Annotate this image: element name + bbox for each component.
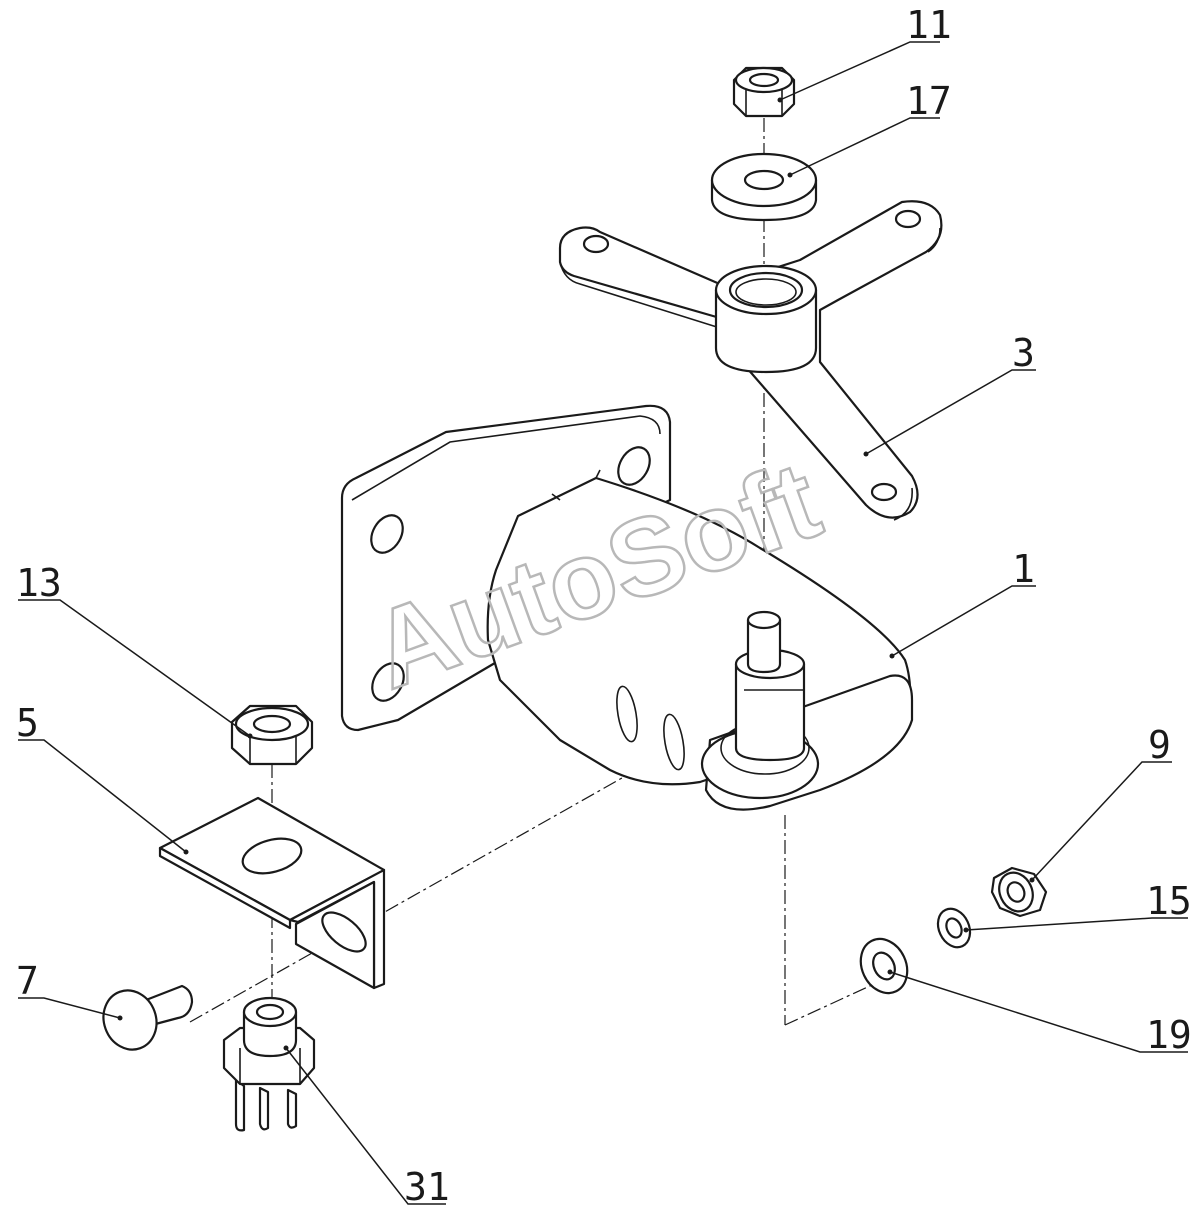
callout-17: 17 [906,79,952,123]
callout-7: 7 [16,959,39,1003]
locknut-part-11 [732,66,796,118]
lever-part-3 [558,200,943,521]
spring-washer-part-15 [936,907,972,949]
callout-11: 11 [906,3,952,47]
callout-15: 15 [1146,879,1192,923]
bracket-part-1 [340,404,914,811]
callout-3: 3 [1012,331,1035,375]
callout-19: 19 [1146,1013,1192,1057]
hexnut-part-13 [230,704,314,766]
bolt-part-7 [102,984,194,1051]
callout-labels: 11 17 3 1 13 5 9 15 19 7 31 [16,3,1192,1209]
washer-part-17 [710,152,818,222]
callout-13: 13 [16,561,62,605]
callout-9: 9 [1148,723,1171,767]
washer-part-19 [859,937,909,995]
callout-31: 31 [404,1165,450,1209]
callout-leaders [18,41,1188,1205]
angle-bracket-part-5 [158,796,386,990]
switch-part-31 [222,996,316,1132]
callout-5: 5 [16,701,39,745]
callout-1: 1 [1012,547,1035,591]
